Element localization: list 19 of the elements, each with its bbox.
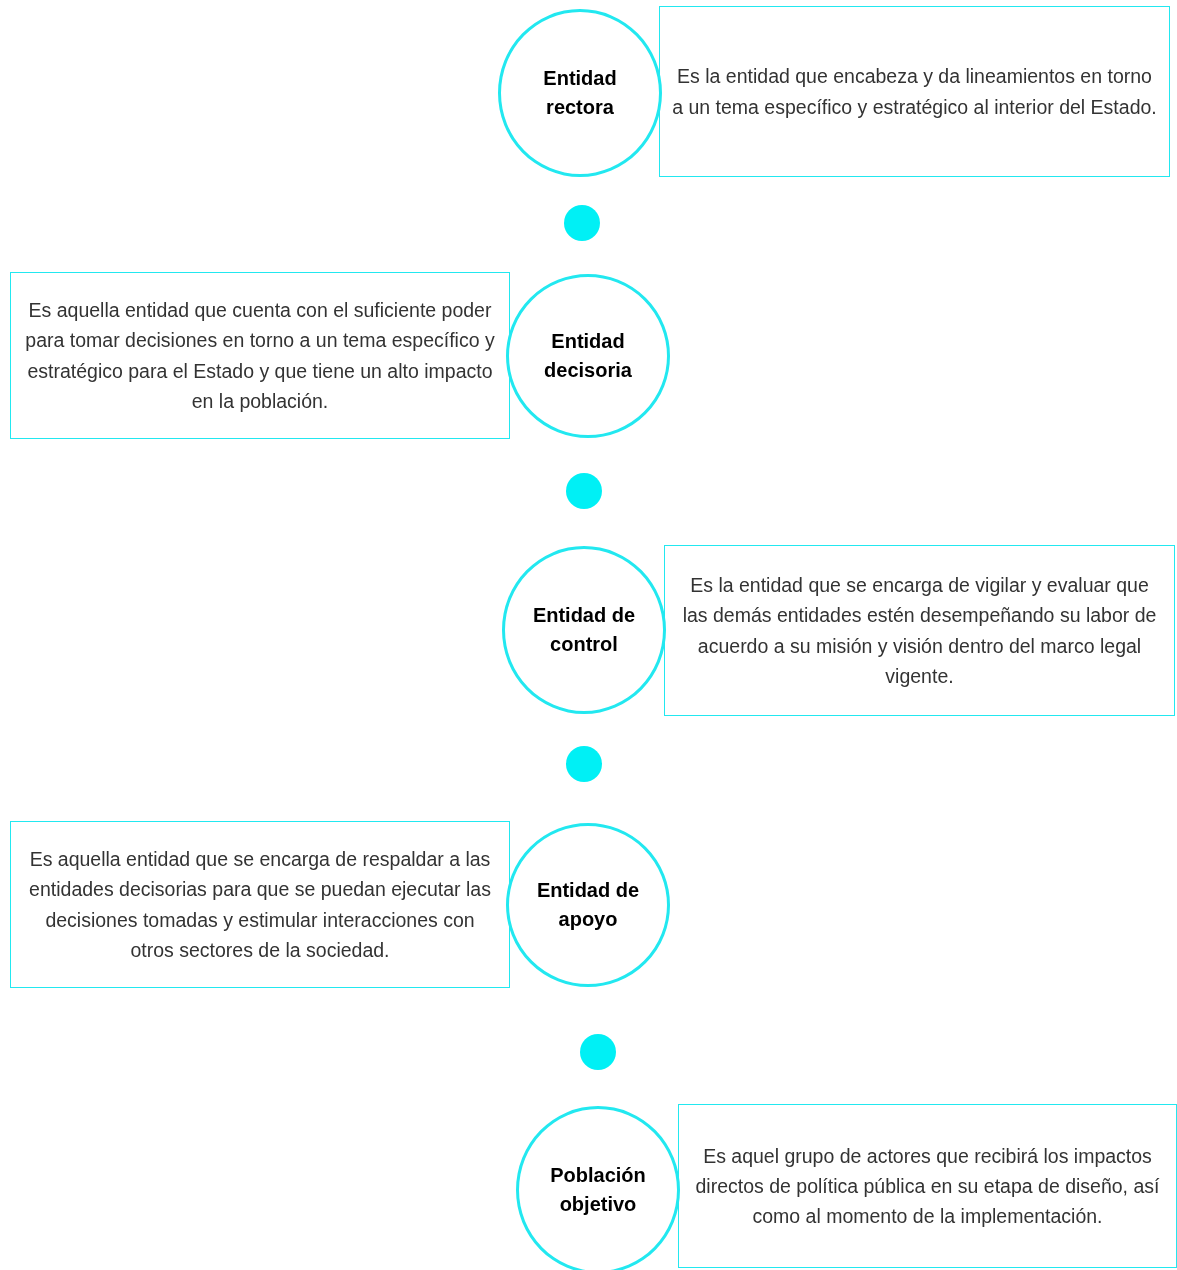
term-label: Entidad decisoria: [543, 329, 633, 383]
definition-box: [678, 1104, 1177, 1268]
timeline-dot: [566, 746, 602, 782]
definition-box: [664, 545, 1175, 716]
term-label: Población objetivo: [549, 1163, 647, 1217]
definition-box: [10, 272, 510, 439]
definition-box: [659, 6, 1170, 177]
definition-box: [10, 821, 510, 988]
term-label: Entidad de control: [531, 603, 637, 657]
timeline-dot: [566, 473, 602, 509]
definition-text: Es la entidad que se encarga de vigilar y evaluar que las demás entidades estén desempeñando su labor de acuerdo a su misión y visión dentro del marco legal vigente.: [681, 573, 1158, 689]
definition-text: Es aquel grupo de actores que recibirá los impactos directos de política pública en su etapa de diseño, así como al momento de la implementación.: [694, 1143, 1161, 1230]
definition-text: Es aquella entidad que se encarga de respaldar a las entidades decisorias para que se puedan ejecutar las decisiones tomadas y estimular interacciones con otros sectores de la sociedad.: [28, 847, 492, 963]
term-label: Entidad de apoyo: [535, 878, 641, 932]
timeline-dot: [580, 1034, 616, 1070]
definition-text: Es aquella entidad que cuenta con el suficiente poder para tomar decisiones en torno a un tema específico y estratégico para el Estado y que tiene un alto impacto en la población.: [24, 298, 496, 414]
definition-text: Es la entidad que encabeza y da lineamientos en torno a un tema específico y estratégico al interior del Estado.: [672, 64, 1157, 120]
term-label: Entidad rectora: [542, 66, 618, 120]
timeline-dot: [564, 205, 600, 241]
